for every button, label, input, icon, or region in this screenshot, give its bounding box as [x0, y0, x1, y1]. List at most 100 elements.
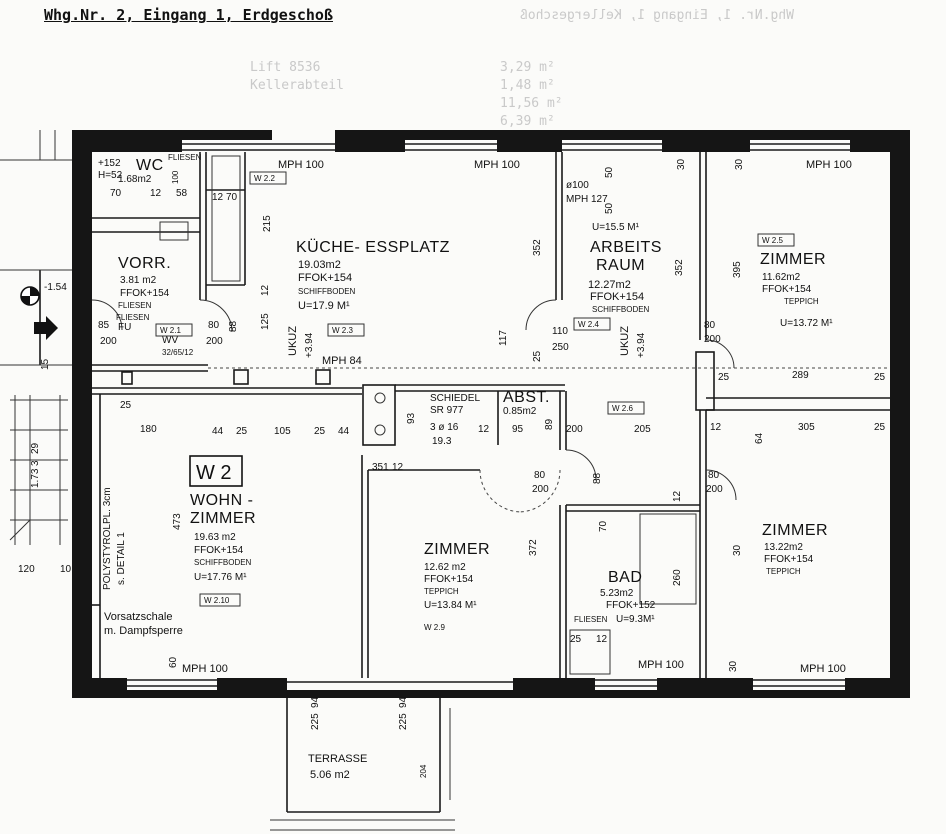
dimension: 1.73	[30, 468, 41, 488]
room-arbeitsraum-label: ARBEITS RAUM 12.27m2 FFOK+154 SCHIFFBODE…	[588, 222, 662, 314]
dimension: ø100	[566, 180, 589, 191]
schiedel-note: SCHIEDEL	[430, 393, 480, 404]
schiedel-note: SR 977	[430, 405, 464, 416]
dimension: 12	[478, 424, 490, 435]
room-vorraum-label: VORR. 3.81 m2 FFOK+154 FLIESEN	[118, 255, 171, 310]
wohnzimmer-area: 19.63 m2	[194, 532, 236, 543]
wohnzimmer-perimeter: U=17.76 M¹	[194, 572, 247, 583]
zimmer-se-ffok: FFOK+154	[764, 554, 814, 565]
dimension: 85	[98, 320, 110, 331]
dimension: 60	[168, 656, 179, 668]
bleed-through-line: Lift 8536	[250, 60, 321, 75]
ukuz-label: UKUZ	[619, 326, 631, 356]
room-zimmer-se-label: ZIMMER 13.22m2 FFOK+154 TEPPICH	[762, 522, 828, 576]
dimension: 50	[604, 166, 615, 178]
dimension: 12	[672, 490, 683, 502]
dimension: 200	[100, 336, 117, 347]
schiedel-note: 3 ø 16	[430, 422, 459, 433]
dimension: 3	[30, 460, 41, 466]
arbeitsraum-floor: SCHIFFBODEN	[592, 305, 650, 314]
vorsatz-note: m. Dampfsperre	[104, 625, 183, 637]
window-tags: W 2.2 W 2.3 W 2.1 W 2.4 W 2.5 W 2.6 W 2.…	[155, 171, 795, 632]
dimension: 89	[544, 418, 555, 430]
bad-perimeter: U=9.3M¹	[616, 614, 655, 625]
wc-name: WC	[136, 157, 164, 174]
bad-area: 5.23m2	[600, 588, 634, 599]
dimension: 12	[212, 192, 224, 203]
zimmer-mid-perimeter: U=13.84 M¹	[424, 600, 477, 611]
window-tag: W 2.9	[424, 623, 445, 632]
mph-label: MPH 100	[278, 159, 324, 171]
room-terrasse-label: TERRASSE 5.06 m2	[308, 753, 367, 781]
dimension: 12	[710, 422, 722, 433]
outer-walls	[72, 130, 910, 698]
room-wohnzimmer-label: W 2 WOHN - ZIMMER 19.63 m2 FFOK+154 SCHI…	[189, 455, 256, 583]
arbeitsraum-name-1: ARBEITS	[590, 239, 662, 256]
bleed-through-line: 1,48 m²	[500, 78, 555, 93]
dimension: 80	[708, 470, 720, 481]
dimension: 12	[596, 634, 608, 645]
zimmer-mid-ffok: FFOK+154	[424, 574, 474, 585]
dimension: 30	[732, 544, 743, 556]
zimmer-se-name: ZIMMER	[762, 522, 828, 539]
mph-label: MPH 100	[800, 663, 846, 675]
zimmer-ne-floor: TEPPICH	[784, 297, 819, 306]
dimension: 25	[874, 422, 886, 433]
kueche-ffok: FFOK+154	[298, 272, 352, 284]
arbeitsraum-perimeter: U=15.5 M¹	[592, 222, 640, 233]
ukuz-value: +3.94	[636, 332, 647, 358]
window-openings	[127, 143, 850, 687]
zimmer-ne-perimeter: U=13.72 M¹	[780, 318, 833, 329]
mph-label: MPH 100	[806, 159, 852, 171]
zimmer-ne-ffok: FFOK+154	[762, 284, 812, 295]
dimension: 25	[236, 426, 248, 437]
dimension: 125	[260, 313, 271, 330]
window-tag: W 2.4	[578, 320, 599, 329]
zimmer-mid-floor: TEPPICH	[424, 587, 459, 596]
dimension: 215	[262, 215, 273, 232]
dimension: 351	[372, 462, 389, 473]
arbeitsraum-ffok: FFOK+154	[590, 291, 644, 303]
kueche-name: KÜCHE- ESSPLATZ	[296, 238, 450, 256]
dimension: 25	[532, 350, 543, 362]
dimension: 352	[532, 239, 543, 256]
dimension: 70	[110, 188, 122, 199]
dimension: 25	[718, 372, 730, 383]
wohnzimmer-ffok: FFOK+154	[194, 545, 244, 556]
schiedel-note: 19.3	[432, 436, 452, 447]
terrasse-name: TERRASSE	[308, 753, 367, 765]
entrance-arrow-icon	[34, 316, 58, 340]
zimmer-mid-area: 12.62 m2	[424, 562, 466, 573]
dimension: 12	[392, 462, 404, 473]
dimension: 80	[534, 470, 546, 481]
dimension: 50	[604, 202, 615, 214]
fu-note: FU	[118, 322, 131, 333]
dimension: 44	[338, 426, 350, 437]
mph-label: MPH 84	[322, 355, 362, 367]
dimension: 200	[566, 424, 583, 435]
polystyrol-note: POLYSTYROLPL. 3cm	[102, 487, 113, 590]
bleed-through-line: 6,39 m²	[500, 114, 555, 129]
dimension: 225	[310, 713, 321, 730]
bad-floor: FLIESEN	[574, 615, 608, 624]
abst-area: 0.85m2	[503, 406, 537, 417]
arbeitsraum-area: 12.27m2	[588, 279, 631, 291]
dimension: 88	[592, 472, 603, 484]
window-tag: W 2.5	[762, 236, 783, 245]
dimension: 30	[728, 660, 739, 672]
dimension: 25	[874, 372, 886, 383]
dimension: 70	[598, 520, 609, 532]
zimmer-ne-name: ZIMMER	[760, 251, 826, 268]
dimension: 29	[30, 442, 41, 454]
zimmer-se-area: 13.22m2	[764, 542, 803, 553]
bleed-through-line: 3,29 m²	[500, 60, 555, 75]
dimension: 352	[674, 259, 685, 276]
dimension: 95	[512, 424, 524, 435]
wv-note: WV	[162, 335, 178, 346]
dimension: 372	[528, 539, 539, 556]
dimension: 12	[150, 188, 162, 199]
ukuz-value: +3.94	[304, 332, 315, 358]
dimension: 250	[552, 342, 569, 353]
abst-name: ABST.	[503, 389, 550, 406]
ukuz-label: UKUZ	[287, 326, 299, 356]
